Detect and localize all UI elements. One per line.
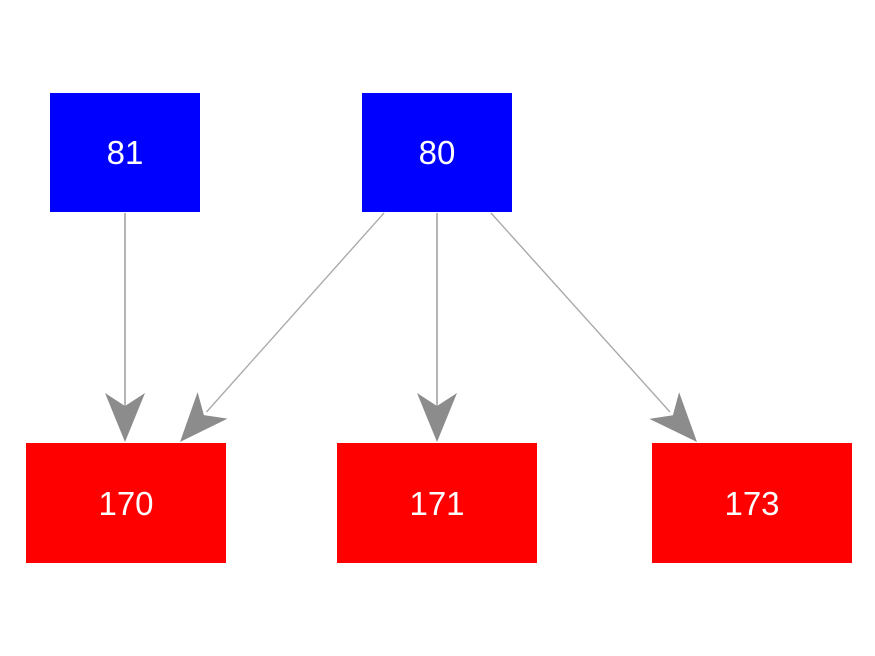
graph-node-173-label: 173 (724, 484, 780, 522)
graph-node-80-label: 80 (418, 134, 456, 171)
edge-80-173-line (490, 212, 671, 413)
graph-node-173: 173 (652, 443, 852, 563)
edge-81-170-arrowhead-icon (105, 393, 145, 442)
edge-80-173 (490, 212, 697, 442)
graph-node-171-label: 171 (409, 484, 465, 522)
edge-80-171-arrowhead-icon (417, 393, 457, 442)
edge-80-170 (180, 212, 385, 442)
graph-node-81-label: 81 (106, 134, 144, 171)
edge-80-170-line (205, 212, 385, 413)
edge-80-173-arrowhead-icon (649, 392, 697, 442)
edge-80-170-arrowhead-icon (180, 392, 228, 442)
graph-node-171: 171 (337, 443, 537, 563)
edge-81-170 (105, 213, 145, 442)
graph-node-170: 170 (26, 443, 226, 563)
edge-80-171 (417, 213, 457, 442)
graph-node-80: 80 (362, 93, 512, 212)
graph-node-170-label: 170 (98, 484, 154, 522)
graph-node-81: 81 (50, 93, 200, 212)
